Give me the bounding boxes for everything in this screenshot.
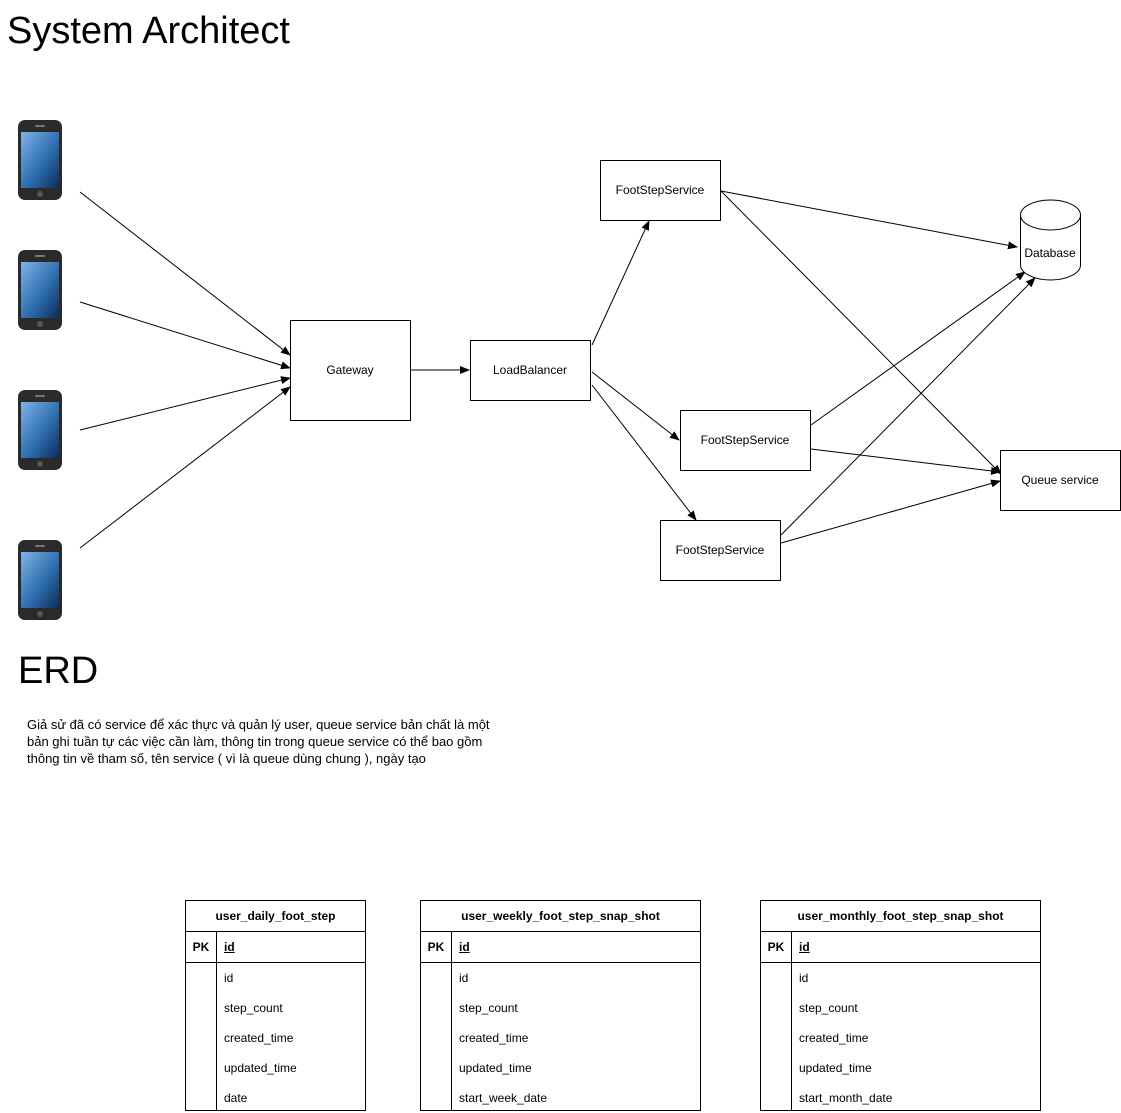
table-user-weekly-foot-step-snap-shot: user_weekly_foot_step_snap_shot PK id id… xyxy=(420,900,701,1111)
edge-phone1-gateway xyxy=(79,191,291,356)
column-divider xyxy=(791,931,792,1110)
table-name: user_daily_foot_step xyxy=(186,901,365,932)
footstep-service-3-label: FootStepService xyxy=(676,543,765,557)
pk-row: PK id xyxy=(421,932,700,963)
field-row: step_count xyxy=(799,1001,858,1015)
field-row: step_count xyxy=(224,1001,283,1015)
pk-field: id xyxy=(799,940,810,954)
edge-fs2-database xyxy=(810,271,1026,426)
field-row: created_time xyxy=(224,1031,294,1045)
phone-1-icon xyxy=(18,120,62,200)
field-row: id xyxy=(224,971,234,985)
pk-label: PK xyxy=(192,940,210,954)
pk-row: PK id xyxy=(761,932,1040,963)
gateway-node: Gateway xyxy=(290,320,411,421)
column-divider xyxy=(451,931,452,1110)
edge-lb-footstep3 xyxy=(591,384,697,521)
column-divider xyxy=(216,931,217,1110)
edge-fs2-queue xyxy=(810,448,1001,475)
field-row: step_count xyxy=(459,1001,518,1015)
gateway-label: Gateway xyxy=(326,363,373,377)
footstep-service-3-node: FootStepService xyxy=(660,520,781,581)
field-row: created_time xyxy=(799,1031,869,1045)
pk-row: PK id xyxy=(186,932,365,963)
edge-phone2-gateway xyxy=(79,301,291,370)
erd-note: Giả sử đã có service để xác thực và quản… xyxy=(27,717,490,766)
field-row: updated_time xyxy=(459,1061,532,1075)
architecture-diagram: Gateway LoadBalancer FootStepService Foo… xyxy=(18,120,1121,620)
field-row: created_time xyxy=(459,1031,529,1045)
table-user-daily-foot-step: user_daily_foot_step PK id id step_count… xyxy=(185,900,366,1111)
loadbalancer-node: LoadBalancer xyxy=(470,340,591,401)
field-row: id xyxy=(799,971,809,985)
edge-fs3-queue xyxy=(780,479,1001,544)
edge-lb-footstep1 xyxy=(591,220,650,346)
pk-label: PK xyxy=(767,940,785,954)
database-node: Database xyxy=(1020,199,1081,281)
footstep-service-1-node: FootStepService xyxy=(600,160,721,221)
queue-service-node: Queue service xyxy=(1000,450,1121,511)
field-row: start_week_date xyxy=(459,1091,548,1105)
phone-4-icon xyxy=(18,540,62,620)
pk-field: id xyxy=(224,940,235,954)
edge-fs1-database xyxy=(720,190,1018,250)
table-name: user_weekly_foot_step_snap_shot xyxy=(421,901,700,932)
field-row: date xyxy=(224,1091,248,1105)
table-user-monthly-foot-step-snap-shot: user_monthly_foot_step_snap_shot PK id i… xyxy=(760,900,1041,1111)
field-row: updated_time xyxy=(224,1061,297,1075)
field-row: updated_time xyxy=(799,1061,872,1075)
loadbalancer-label: LoadBalancer xyxy=(493,363,567,377)
field-row: start_month_date xyxy=(799,1091,893,1105)
footstep-service-2-label: FootStepService xyxy=(701,433,790,447)
table-name: user_monthly_foot_step_snap_shot xyxy=(761,901,1040,932)
edge-lb-footstep2 xyxy=(591,371,680,441)
phone-3-icon xyxy=(18,390,62,470)
field-row: id xyxy=(459,971,469,985)
erd-title: ERD xyxy=(18,650,99,692)
architecture-title: System Architect xyxy=(7,10,290,52)
pk-field: id xyxy=(459,940,470,954)
edge-phone4-gateway xyxy=(79,386,291,549)
footstep-service-1-label: FootStepService xyxy=(616,183,705,197)
edge-phone3-gateway xyxy=(79,376,291,431)
edge-fs1-queue xyxy=(720,190,1002,475)
database-label: Database xyxy=(1024,246,1076,260)
footstep-service-2-node: FootStepService xyxy=(680,410,811,471)
queue-service-label: Queue service xyxy=(1021,473,1099,487)
pk-label: PK xyxy=(427,940,445,954)
phone-2-icon xyxy=(18,250,62,330)
edge-fs3-database xyxy=(780,277,1036,536)
